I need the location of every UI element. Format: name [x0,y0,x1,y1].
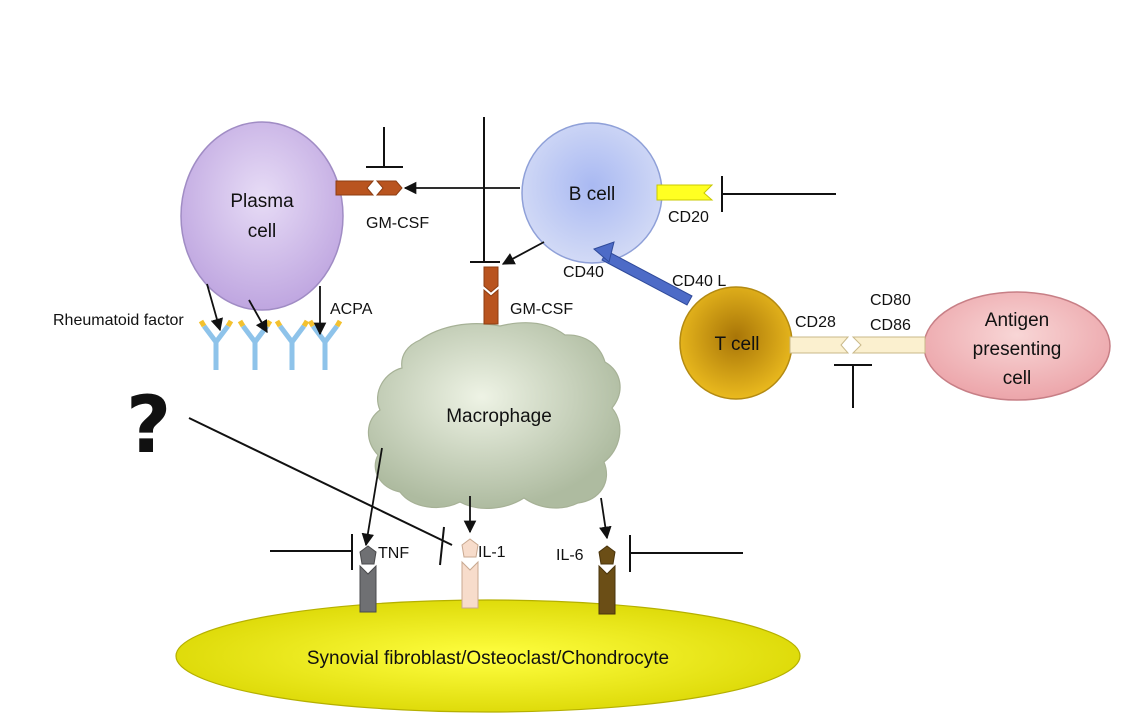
synovial-fibroblast-osteoclast-chondrocyte: Synovial fibroblast/Osteoclast/Chondrocy… [175,599,801,713]
b-cell-to-macrophage-gm-csf-arrow [501,241,545,265]
il1-receptor [461,538,479,609]
tnf-label: TNF [378,545,409,562]
t-cell: T cell [679,286,793,400]
il6-inhibitor [629,535,743,572]
cd40-label: CD40 [563,264,604,281]
cd28-receptor [789,336,850,354]
cd20-receptor [656,184,714,201]
unknown-inhibitor [188,417,453,566]
gm-csf-macrophage-receptor [483,266,499,325]
b-cell-label: B cell [569,184,615,205]
cd28-label: CD28 [795,314,836,331]
gm-csf-plasma-label: GM-CSF [366,215,429,232]
macrophage: Macrophage [367,322,621,509]
tnf-receptor [359,545,377,613]
plasma-cell-label-line1: Plasma [230,191,294,212]
cd20-inhibitor [721,176,836,212]
gm-csf-plasma-inhibitor [366,127,403,168]
acpa-label: ACPA [330,301,373,318]
plasma-to-antibody-arrow-1 [206,283,223,332]
plasma-cell-label-line2: cell [248,221,277,242]
apc-label-line3: cell [1003,368,1032,389]
il6-receptor [598,545,616,615]
macrophage-to-il6-arrow [599,497,612,540]
cd20-label: CD20 [668,209,709,226]
il1-label: IL-1 [478,544,506,561]
gm-csf-macrophage-label: GM-CSF [510,301,573,318]
question-mark: ? [126,381,171,471]
cd28-inhibitor [834,364,872,408]
antibodies [198,319,343,370]
rheumatoid-factor-label: Rheumatoid factor [53,312,184,329]
cd86-label: CD86 [870,317,911,334]
gm-csf-plasma-receptor [335,180,403,196]
cd80-cd86-ligand [851,336,926,354]
t-cell-label: T cell [714,334,759,355]
antibody-1 [198,319,234,370]
plasma-to-antibody-arrow-2 [248,299,268,334]
apc-label-line1: Antigen [985,310,1049,331]
cd80-label: CD80 [870,292,911,309]
antibody-4 [307,319,343,370]
apc-label-line2: presenting [973,339,1062,360]
antibody-3 [274,319,310,370]
il6-label: IL-6 [556,547,584,564]
macrophage-to-tnf-arrow [361,447,383,547]
cd40l-label: CD40 L [672,273,726,290]
synovial-label: Synovial fibroblast/Osteoclast/Chondrocy… [307,648,669,669]
plasma-cell: Plasma cell [180,121,344,311]
gm-csf-macrophage-inhibitor [470,117,500,263]
tnf-inhibitor [270,534,353,570]
antigen-presenting-cell: Antigen presenting cell [923,291,1111,401]
macrophage-label: Macrophage [446,406,552,427]
cd40l-arrow [593,241,693,306]
